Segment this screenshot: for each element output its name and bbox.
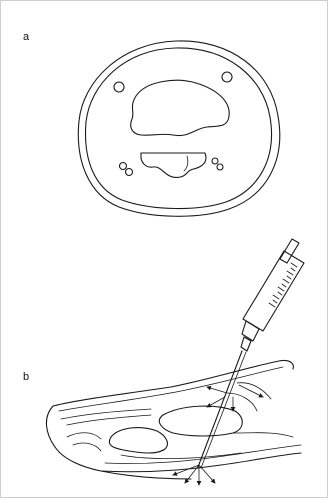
fold-lines: [227, 383, 271, 411]
syringe-needle-edge: [201, 352, 246, 468]
small-circle-bottom-right-1: [212, 158, 218, 164]
bone-distal: [109, 428, 167, 453]
syringe-hub: [242, 321, 259, 341]
central-cavity: [131, 80, 229, 135]
finger-top-contour-inner: [59, 367, 283, 411]
syringe-drawing: [198, 239, 304, 468]
syringe-plunger: [280, 239, 299, 263]
small-circle-bottom-left-1: [120, 163, 127, 170]
tendon-sheath: [121, 433, 293, 459]
arrow-up-right: [239, 385, 263, 397]
bone-middle: [159, 406, 242, 436]
finger-top-contour: [53, 360, 293, 406]
finger-bottom-contour: [101, 453, 301, 472]
finger-tip-contour: [46, 406, 191, 479]
inner-boundary: [86, 48, 272, 209]
finger-drawing: [46, 360, 301, 479]
lower-cavity: [141, 153, 206, 177]
joint-detail: [67, 433, 101, 451]
syringe-barrel: [243, 251, 304, 331]
syringe-needle: [198, 351, 242, 467]
small-circle-right: [222, 72, 232, 82]
outer-boundary: [78, 41, 279, 216]
small-circle-bottom-left-2: [126, 169, 133, 176]
nail: [61, 409, 151, 425]
small-circle-left: [114, 82, 124, 92]
arrow-up-left: [207, 387, 227, 393]
cross-section-drawing: [78, 41, 279, 216]
arrow-down-right: [199, 465, 215, 483]
lower-cavity-inner: [184, 156, 188, 171]
small-circle-bottom-right-2: [217, 164, 223, 170]
